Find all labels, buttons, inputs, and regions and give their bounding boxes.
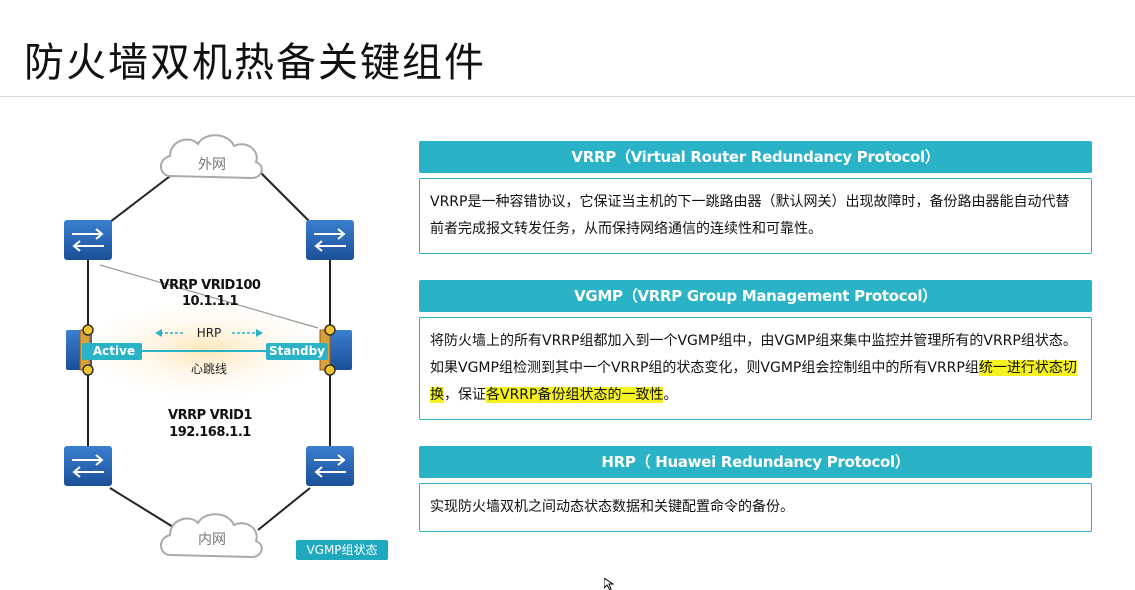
topology-svg <box>64 134 354 559</box>
switch-bottom-left <box>64 446 112 486</box>
vrrp-top-vrid: VRRP VRID100 <box>159 278 261 293</box>
section-hrp-body: 实现防火墙双机之间动态状态数据和关键配置命令的备份。 <box>419 483 1092 532</box>
switch-top-left <box>64 220 112 260</box>
link-cross-1 <box>99 264 319 329</box>
section-vgmp-header: VGMP（VRRP Group Management Protocol） <box>419 280 1092 312</box>
section-hrp: HRP（ Huawei Redundancy Protocol） 实现防火墙双机… <box>419 446 1092 532</box>
vgmp-state-tag: VGMP组状态 <box>296 540 388 560</box>
mouse-cursor-icon <box>604 578 614 590</box>
section-hrp-header: HRP（ Huawei Redundancy Protocol） <box>419 446 1092 478</box>
topology-links <box>87 169 331 531</box>
internet-cloud <box>160 134 263 180</box>
vrrp-bottom-ip: 192.168.1.1 <box>169 425 251 440</box>
vrrp-bottom-vrid: VRRP VRID1 <box>168 408 252 423</box>
link-bottom-right <box>257 487 311 531</box>
section-vgmp: VGMP（VRRP Group Management Protocol） 将防火… <box>419 280 1092 420</box>
title-divider <box>0 96 1135 97</box>
firewall-standby <box>266 324 352 376</box>
vgmp-body-text-1: 将防火墙上的所有VRRP组都加入到一个VGMP组中，由VGMP组来集中监控并管理… <box>430 333 1077 376</box>
ha-topology-diagram: 外网 内网 VRRP VRID100 10.1.1.1 HRP 心跳线 Acti… <box>0 0 420 588</box>
link-top-right <box>257 169 311 223</box>
page-title: 防火墙双机热备关键组件 <box>24 40 486 86</box>
standby-label: Standby <box>268 344 326 358</box>
firewall-active <box>66 324 142 376</box>
section-vrrp-body: VRRP是一种容错协议，它保证当主机的下一跳路由器（默认网关）出现故障时，备份路… <box>419 178 1092 254</box>
switch-top-right <box>306 220 354 260</box>
section-vgmp-body: 将防火墙上的所有VRRP组都加入到一个VGMP组中，由VGMP组来集中监控并管理… <box>419 317 1092 420</box>
active-label: Active <box>92 344 136 358</box>
vrrp-top-ip: 10.1.1.1 <box>181 294 239 309</box>
section-vrrp: VRRP（Virtual Router Redundancy Protocol）… <box>419 141 1092 254</box>
heartbeat-label: 心跳线 <box>190 362 228 376</box>
intranet-cloud <box>160 513 263 559</box>
switch-bottom-right <box>306 446 354 486</box>
hrp-arrows <box>155 329 263 337</box>
internet-label: 外网 <box>198 157 226 173</box>
vgmp-body-text-2: ，保证 <box>444 387 486 403</box>
link-top-left <box>109 169 179 223</box>
vgmp-body-text-3: 。 <box>663 387 678 403</box>
vgmp-highlight-2: 各VRRP备份组状态的一致性 <box>486 387 664 403</box>
hrp-label: HRP <box>196 326 222 340</box>
section-vrrp-header: VRRP（Virtual Router Redundancy Protocol） <box>419 141 1092 173</box>
intranet-label: 内网 <box>198 532 226 548</box>
link-bottom-left <box>109 487 179 531</box>
